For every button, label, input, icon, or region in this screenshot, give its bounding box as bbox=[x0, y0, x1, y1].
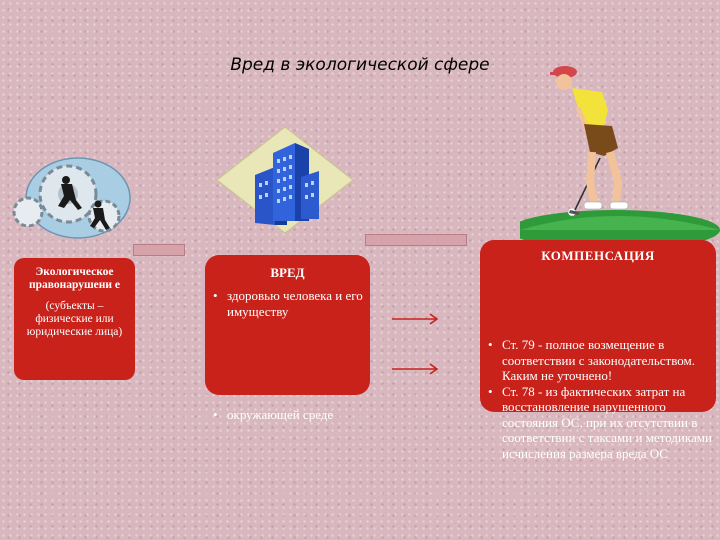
harm-item-health: здоровью человека и его имуществу bbox=[213, 288, 363, 320]
compensation-item-art78: Ст. 78 - из фактических затрат на восста… bbox=[488, 384, 716, 462]
compensation-heading: КОМПЕНСАЦИЯ bbox=[541, 248, 655, 263]
compensation-item-art79: Ст. 79 - полное возмещение в соответстви… bbox=[488, 337, 716, 384]
harm-box: ВРЕД bbox=[205, 255, 370, 395]
connector-bar-left bbox=[133, 244, 185, 256]
offense-subjects: (субъекты – физические или юридические л… bbox=[26, 300, 123, 338]
arrow-right-icon bbox=[392, 363, 439, 375]
office-buildings-icon bbox=[216, 126, 354, 234]
harm-list-2: окружающей среде bbox=[213, 407, 363, 423]
connector-bar-right bbox=[365, 234, 467, 246]
arrow-right-icon bbox=[392, 313, 439, 325]
harm-item-environment: окружающей среде bbox=[213, 407, 363, 423]
golfer-clipart bbox=[520, 66, 720, 242]
compensation-list: Ст. 79 - полное возмещение в соответстви… bbox=[488, 337, 716, 461]
harm-list: здоровью человека и его имуществу bbox=[213, 288, 363, 320]
offense-box: Экологическое правонарушени е (субъекты … bbox=[14, 258, 135, 380]
offense-heading: Экологическое правонарушени е bbox=[28, 266, 121, 291]
page-title: Вред в экологической сфере bbox=[230, 55, 490, 75]
harm-heading: ВРЕД bbox=[270, 265, 305, 280]
gears-businessmen-clipart bbox=[12, 157, 131, 239]
